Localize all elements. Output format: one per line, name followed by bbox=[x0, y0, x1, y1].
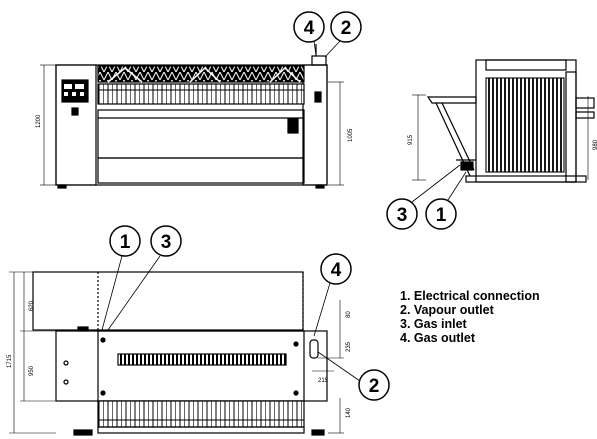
side-grille bbox=[485, 77, 565, 173]
front-right-column bbox=[302, 64, 328, 186]
svg-text:1: 1 bbox=[436, 205, 447, 226]
small-switch bbox=[71, 107, 79, 116]
side-dimensions bbox=[412, 94, 589, 181]
callout-4-plan: 4 bbox=[320, 253, 352, 285]
svg-text:2: 2 bbox=[369, 376, 380, 397]
svg-text:1: 1 bbox=[120, 232, 131, 253]
svg-text:4: 4 bbox=[304, 18, 315, 39]
svg-text:4: 4 bbox=[331, 260, 342, 281]
svg-text:2: 2 bbox=[341, 18, 352, 39]
svg-text:3: 3 bbox=[397, 205, 408, 226]
dim-front-height-inner: 1005 bbox=[348, 128, 354, 142]
front-door bbox=[97, 109, 305, 159]
callout-2-plan: 2 bbox=[358, 369, 390, 401]
plan-inner-frame bbox=[97, 330, 305, 402]
legend: 1. Electrical connection 2. Vapour outle… bbox=[400, 289, 540, 345]
callout-3-plan: 3 bbox=[150, 225, 182, 257]
legend-item-3: 3. Gas inlet bbox=[400, 317, 467, 331]
legend-item-2: 2. Vapour outlet bbox=[400, 303, 494, 317]
dim-side-height: 915 bbox=[408, 134, 414, 145]
front-dimensions bbox=[40, 64, 344, 186]
side-feed-table bbox=[426, 96, 477, 104]
front-top-feed bbox=[97, 65, 305, 83]
plan-grille bbox=[117, 353, 287, 366]
front-rollers bbox=[97, 83, 305, 105]
legend-item-1: 1. Electrical connection bbox=[400, 289, 540, 303]
dim-plan-bottom: 140 bbox=[346, 407, 352, 418]
callout-2-front: 2 bbox=[330, 11, 362, 43]
front-body bbox=[55, 64, 328, 186]
front-view bbox=[55, 44, 328, 189]
side-view bbox=[426, 59, 595, 183]
callout-3-side: 3 bbox=[386, 198, 418, 230]
callout-1-side: 1 bbox=[425, 198, 457, 230]
plan-body bbox=[55, 330, 328, 402]
callout-1-plan: 1 bbox=[109, 225, 141, 257]
side-top-vent bbox=[485, 59, 567, 71]
legend-item-4: 4. Gas outlet bbox=[400, 331, 476, 345]
callout-4-front: 4 bbox=[293, 11, 325, 43]
plan-outlet-slot bbox=[309, 339, 319, 359]
dim-plan-total: 1715 bbox=[7, 354, 13, 368]
dim-side-right: 980 bbox=[593, 139, 597, 150]
plan-dimensions bbox=[9, 271, 344, 434]
plan-rollers bbox=[97, 400, 305, 428]
dim-front-height: 1200 bbox=[36, 114, 42, 128]
control-panel bbox=[61, 79, 89, 103]
right-control bbox=[287, 118, 299, 134]
front-left-column bbox=[55, 64, 97, 186]
dim-plan-top: 620 bbox=[29, 300, 35, 311]
front-base bbox=[97, 157, 305, 184]
plan-feed-table bbox=[32, 271, 304, 331]
plan-view bbox=[32, 271, 328, 436]
dim-plan-gap: 80 bbox=[346, 311, 352, 318]
dim-plan-lower: 950 bbox=[29, 365, 35, 376]
svg-text:3: 3 bbox=[161, 232, 172, 253]
dim-plan-outlet-h: 215 bbox=[318, 378, 329, 384]
dim-plan-outlet-v: 235 bbox=[346, 341, 352, 352]
front-top-outlet bbox=[311, 55, 327, 66]
